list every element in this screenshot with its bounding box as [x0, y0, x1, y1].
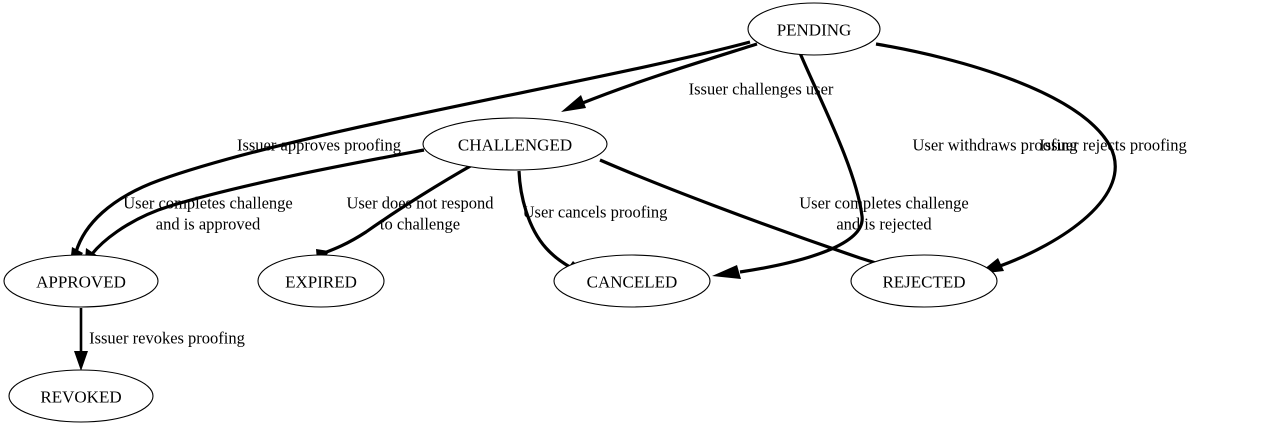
- node-pending[interactable]: PENDING: [747, 2, 881, 56]
- node-canceled-ellipse[interactable]: [553, 254, 711, 308]
- edge-challenged-canceled-path: [517, 170, 571, 269]
- edge-pending-approved: [69, 40, 751, 272]
- edge-label-issuer-revokes-proofing: Issuer revokes proofing: [89, 329, 245, 348]
- node-expired[interactable]: EXPIRED: [257, 254, 385, 308]
- node-canceled[interactable]: CANCELED: [553, 254, 711, 308]
- node-rejected-ellipse[interactable]: [850, 254, 998, 308]
- node-revoked-ellipse[interactable]: [8, 369, 154, 423]
- node-canceled-label: CANCELED: [587, 273, 678, 292]
- node-challenged-label: CHALLENGED: [458, 136, 572, 155]
- node-pending-ellipse[interactable]: [747, 2, 881, 56]
- edge-approved-revoked: [74, 308, 88, 371]
- edge-challenged-approved-path: [90, 148, 425, 256]
- edge-label-user-does-not-respond-line2: to challenge: [380, 215, 460, 234]
- node-revoked[interactable]: REVOKED: [8, 369, 154, 423]
- edge-pending-canceled-arrowhead: [712, 265, 741, 279]
- node-challenged-ellipse[interactable]: [422, 117, 608, 171]
- edge-pending-approved-path: [74, 40, 751, 253]
- node-approved-ellipse[interactable]: [3, 254, 159, 308]
- edge-challenged-canceled: [517, 170, 588, 276]
- edge-pending-canceled: [712, 52, 864, 279]
- node-approved-label: APPROVED: [36, 273, 126, 292]
- edge-label-user-completes-challenge-rejected-line2: and is rejected: [836, 215, 932, 234]
- node-approved[interactable]: APPROVED: [3, 254, 159, 308]
- edge-challenged-expired-path: [323, 162, 475, 255]
- edge-pending-challenged-arrowhead: [561, 95, 586, 112]
- edge-label-user-completes-challenge-approved-line1: User completes challenge: [123, 194, 293, 213]
- edge-approved-revoked-arrowhead: [74, 351, 88, 371]
- node-pending-label: PENDING: [777, 21, 852, 40]
- edge-pending-rejected-path: [875, 42, 1117, 268]
- edge-label-user-withdraws-proofing: User withdraws proofing: [913, 136, 1078, 155]
- edge-label-user-completes-challenge-approved-line2: and is approved: [156, 215, 261, 234]
- edge-pending-challenged: [561, 42, 758, 112]
- edge-pending-rejected: [875, 42, 1117, 274]
- edge-label-issuer-rejects-proofing: Issuer rejects proofing: [1039, 136, 1187, 155]
- edge-pending-canceled-path: [739, 52, 864, 274]
- edge-label-issuer-challenges-user: Issuer challenges user: [689, 80, 834, 99]
- node-expired-ellipse[interactable]: [257, 254, 385, 308]
- node-rejected[interactable]: REJECTED: [850, 254, 998, 308]
- edge-label-issuer-approves-proofing: Issuer approves proofing: [237, 136, 401, 155]
- node-rejected-label: REJECTED: [882, 273, 965, 292]
- node-challenged[interactable]: CHALLENGED: [422, 117, 608, 171]
- node-expired-label: EXPIRED: [285, 273, 357, 292]
- edge-label-user-cancels-proofing: User cancels proofing: [523, 203, 668, 222]
- node-revoked-label: REVOKED: [40, 388, 121, 407]
- edge-label-user-completes-challenge-rejected-line1: User completes challenge: [799, 194, 969, 213]
- edge-pending-challenged-path: [579, 42, 758, 106]
- edge-label-user-does-not-respond-line1: User does not respond: [346, 194, 494, 213]
